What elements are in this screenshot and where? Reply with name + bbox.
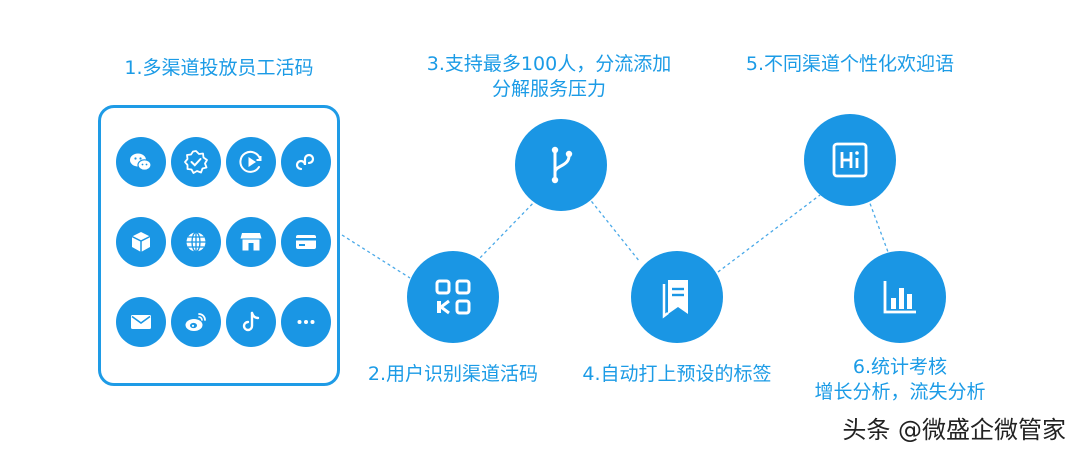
card-icon <box>281 217 331 267</box>
connector-4-5 <box>717 194 821 273</box>
tiktok-icon <box>226 297 276 347</box>
mini-program-icon <box>281 137 331 187</box>
connector-1-2 <box>341 234 411 279</box>
connector-3-4 <box>583 191 641 263</box>
hi-greeting-icon <box>804 114 896 206</box>
step-6-label-line2: 增长分析，流失分析 <box>814 381 986 403</box>
step-3-label-line1: 3.支持最多100人，分流添加 <box>426 53 672 75</box>
watermark: 头条 @微盛企微管家 <box>842 416 1066 444</box>
storefront-icon <box>226 217 276 267</box>
weibo-icon <box>171 297 221 347</box>
channel-box <box>98 105 340 386</box>
connector-5-6 <box>867 197 889 253</box>
verified-badge-icon <box>171 137 221 187</box>
video-play-icon <box>226 137 276 187</box>
bar-chart-icon <box>854 251 946 343</box>
wechat-icon <box>116 137 166 187</box>
globe-icon <box>171 217 221 267</box>
step-6-label-line1: 6.统计考核 <box>852 356 948 378</box>
step-4-label: 4.自动打上预设的标签 <box>582 363 772 385</box>
package-box-icon <box>116 217 166 267</box>
more-dots-icon <box>281 297 331 347</box>
bookmark-tag-icon <box>631 251 723 343</box>
mail-icon <box>116 297 166 347</box>
connector-2-3 <box>475 195 541 263</box>
step-3-label-line2: 分解服务压力 <box>491 78 607 100</box>
branch-icon <box>515 119 607 211</box>
step-1-label: 1.多渠道投放员工活码 <box>124 57 314 79</box>
qr-code-icon <box>407 251 499 343</box>
step-2-label: 2.用户识别渠道活码 <box>367 363 539 385</box>
step-5-label: 5.不同渠道个性化欢迎语 <box>745 53 955 75</box>
